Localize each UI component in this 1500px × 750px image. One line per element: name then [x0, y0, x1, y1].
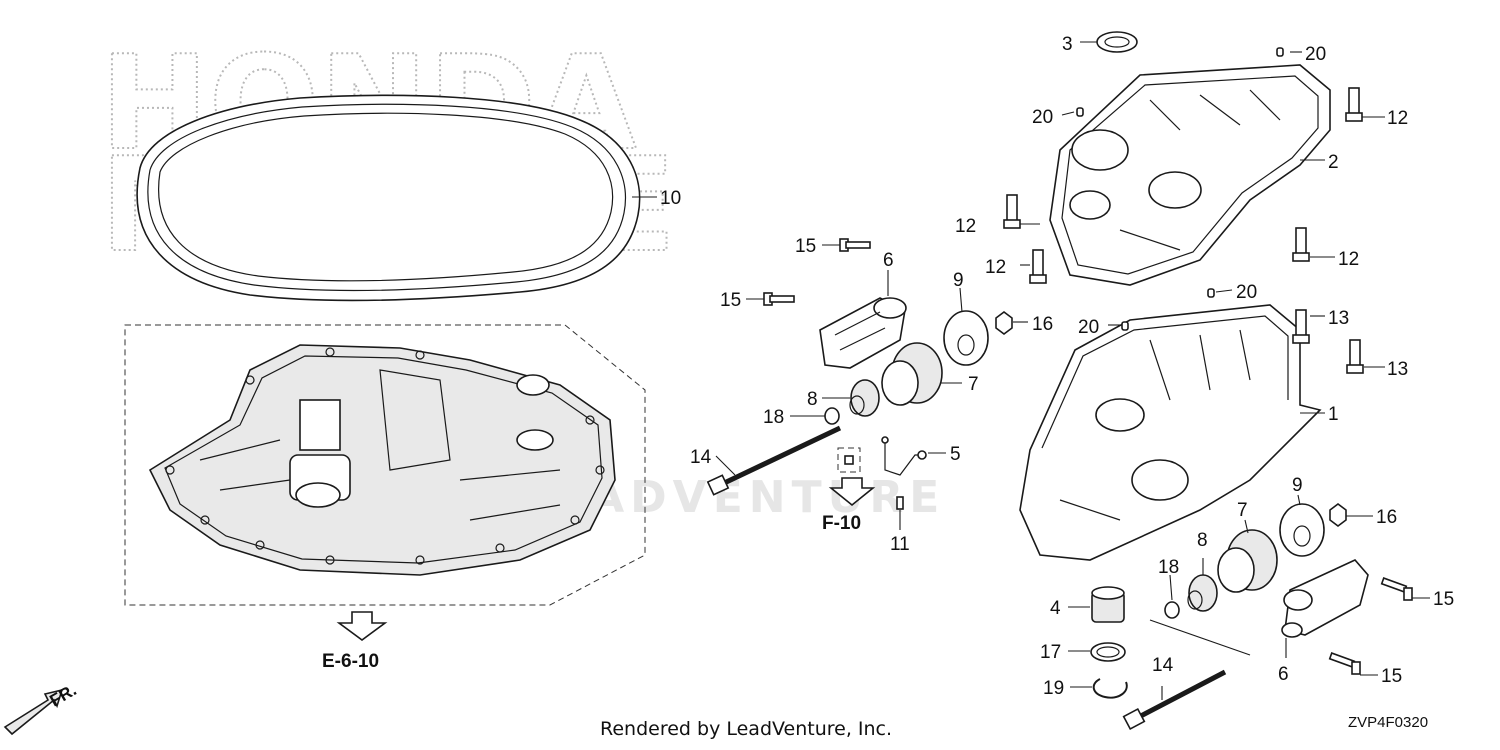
- mount-washer-part-upper: [943, 310, 989, 366]
- bushing-4-part: [1091, 586, 1125, 623]
- dowel-20-parts: [1076, 47, 1284, 331]
- screw-11-part: [896, 496, 904, 510]
- case-assembly-part: [148, 344, 616, 576]
- washer-18-part-upper: [824, 407, 840, 425]
- callout-9: 9: [953, 270, 964, 291]
- callout-15: 15: [795, 236, 816, 257]
- callout-6: 6: [1278, 664, 1289, 685]
- mount-collar-part-upper: [849, 379, 880, 417]
- oil-seal-part: [1096, 31, 1138, 53]
- mount-collar-part-lower: [1187, 574, 1218, 612]
- rubber-mount-part-lower: [1217, 529, 1278, 593]
- lower-oil-pan-part: [1019, 304, 1322, 561]
- f10-clamp-part: [837, 447, 861, 473]
- callout-5: 5: [950, 444, 961, 465]
- callout-14: 14: [1152, 655, 1174, 676]
- bolt-12-parts: [1003, 87, 1363, 284]
- callout-15: 15: [720, 290, 741, 311]
- callout-2: 2: [1328, 152, 1339, 173]
- reference-f10: F-10: [822, 513, 861, 534]
- washer-18-part-lower: [1164, 601, 1180, 619]
- callout-13: 13: [1328, 308, 1349, 329]
- leader-lines: [632, 41, 1430, 700]
- gasket-ring-part: [136, 94, 641, 302]
- diagram-code: ZVP4F0320: [1348, 714, 1429, 731]
- callout-3: 3: [1062, 34, 1073, 55]
- nut-16-part-lower: [1329, 503, 1347, 527]
- callout-10: 10: [660, 188, 681, 209]
- callout-1: 1: [1328, 404, 1339, 425]
- callout-12: 12: [1338, 249, 1359, 270]
- callout-12: 12: [985, 257, 1006, 278]
- callout-16: 16: [1376, 507, 1397, 528]
- callout-14: 14: [690, 447, 712, 468]
- callout-8: 8: [1197, 530, 1208, 551]
- footer-credit: Rendered by LeadVenture, Inc.: [600, 718, 893, 740]
- reference-e610: E-6-10: [322, 651, 379, 672]
- callout-17: 17: [1040, 642, 1061, 663]
- bolt-15-parts-upper: [763, 238, 871, 306]
- upper-oil-pan-part: [1049, 64, 1331, 286]
- callout-9: 9: [1292, 475, 1303, 496]
- callout-11: 11: [890, 534, 910, 555]
- callout-18: 18: [763, 407, 784, 428]
- callout-20: 20: [1032, 107, 1053, 128]
- callout-16: 16: [1032, 314, 1053, 335]
- o-ring-17-part: [1090, 642, 1126, 662]
- callout-12: 12: [955, 216, 976, 237]
- callout-8: 8: [807, 389, 818, 410]
- e610-arrow: [336, 611, 388, 641]
- bolt-15-parts-lower: [1328, 577, 1413, 675]
- front-direction-arrow: FR.: [3, 680, 80, 736]
- callout-15: 15: [1381, 666, 1402, 687]
- long-bolt-part-upper: [706, 425, 842, 496]
- ground-cable-part: [881, 436, 927, 476]
- f10-arrow: [828, 477, 876, 507]
- callout-19: 19: [1043, 678, 1064, 699]
- mount-washer-part-lower: [1279, 503, 1325, 557]
- mount-housing-part-upper: [819, 297, 907, 369]
- callout-20: 20: [1236, 282, 1257, 303]
- callout-7: 7: [968, 374, 979, 395]
- callout-18: 18: [1158, 557, 1179, 578]
- callout-4: 4: [1050, 598, 1061, 619]
- front-label: FR.: [47, 680, 80, 710]
- callout-13: 13: [1387, 359, 1408, 380]
- callout-7: 7: [1237, 500, 1248, 521]
- bolt-13-parts: [1292, 309, 1364, 374]
- callout-6: 6: [883, 250, 894, 271]
- long-bolt-part-lower: [1122, 669, 1227, 731]
- callout-labels: 3 20 20 12 2 12 12 12 20 20 13 13 1 10 1…: [660, 34, 1454, 699]
- rubber-mount-part-upper: [881, 342, 943, 406]
- callout-12: 12: [1387, 108, 1408, 129]
- mount-housing-part-lower: [1281, 559, 1369, 638]
- circlip-19-part: [1092, 678, 1128, 699]
- nut-16-part-upper: [995, 311, 1013, 335]
- callout-20: 20: [1078, 317, 1099, 338]
- assembly-boundary: [124, 324, 646, 606]
- callout-15: 15: [1433, 589, 1454, 610]
- callout-20: 20: [1305, 44, 1326, 65]
